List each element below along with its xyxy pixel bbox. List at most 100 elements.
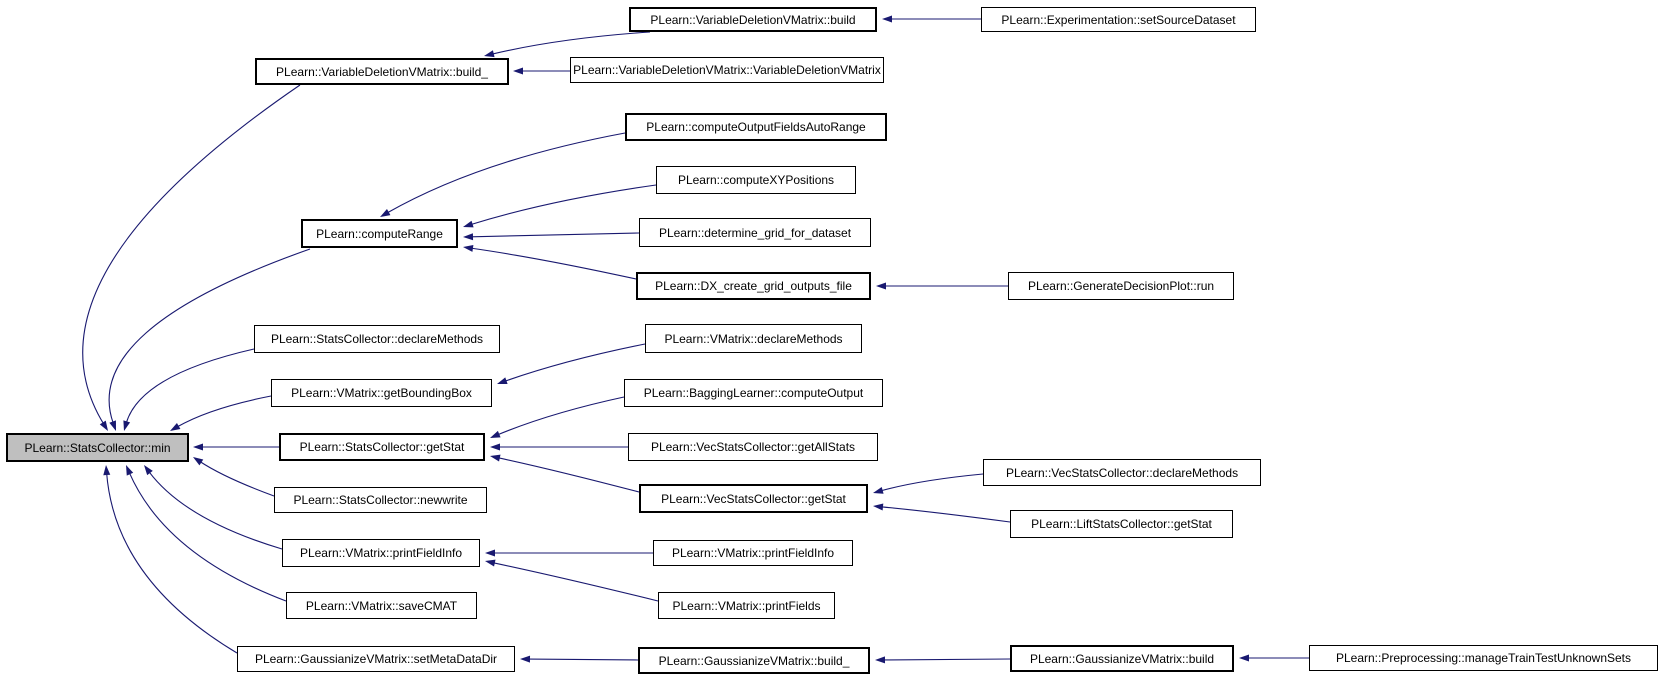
graph-node-label: PLearn::computeXYPositions	[677, 173, 835, 187]
graph-node-vm_printFieldInfo2[interactable]: PLearn::VMatrix::printFieldInfo	[653, 540, 853, 566]
graph-node-vm_printFieldInfo[interactable]: PLearn::VMatrix::printFieldInfo	[282, 539, 480, 567]
graph-node-vdm_ctor[interactable]: PLearn::VariableDeletionVMatrix::Variabl…	[570, 57, 884, 83]
call-edge-lsc_getStat-to-vsc_getStat	[873, 503, 1011, 523]
graph-node-lsc_getStat[interactable]: PLearn::LiftStatsCollector::getStat	[1010, 510, 1233, 538]
call-edge-computeOutputFieldsAutoRange-to-computeRange	[380, 132, 626, 217]
graph-node-label: PLearn::VMatrix::printFieldInfo	[671, 546, 835, 560]
call-edge-vdm_ctor-to-vdm_build_	[513, 67, 570, 75]
graph-node-vdm_build[interactable]: PLearn::VariableDeletionVMatrix::build	[629, 7, 877, 32]
arrowhead-icon	[463, 233, 474, 241]
graph-node-label: PLearn::VMatrix::printFieldInfo	[299, 546, 463, 560]
graph-node-gvm_build_[interactable]: PLearn::GaussianizeVMatrix::build_	[638, 647, 870, 674]
graph-node-gdp_run[interactable]: PLearn::GenerateDecisionPlot::run	[1008, 272, 1234, 300]
graph-node-label: PLearn::DX_create_grid_outputs_file	[655, 279, 852, 293]
arrowhead-icon	[497, 377, 508, 384]
call-edge-gdp_run-to-dx_create	[876, 282, 1008, 290]
graph-node-label: PLearn::LiftStatsCollector::getStat	[1031, 517, 1212, 531]
arrowhead-icon	[463, 244, 474, 252]
graph-node-sc_declareMethods[interactable]: PLearn::StatsCollector::declareMethods	[254, 325, 500, 353]
graph-node-label: PLearn::determine_grid_for_dataset	[658, 225, 852, 240]
graph-node-label: PLearn::StatsCollector::min	[24, 440, 171, 455]
call-edge-computeXYPositions-to-computeRange	[463, 184, 657, 228]
call-edge-vm_printFieldInfo-to-sc_min	[144, 465, 283, 550]
graph-node-computeOutputFieldsAutoRange[interactable]: PLearn::computeOutputFieldsAutoRange	[625, 113, 887, 141]
call-edge-vm_saveCMAT-to-sc_min	[126, 465, 287, 602]
call-edge-vsc_getAllStats-to-sc_getStat	[490, 443, 628, 451]
arrowhead-icon	[1239, 654, 1249, 662]
arrowhead-icon	[193, 457, 204, 466]
arrowhead-icon	[485, 549, 495, 557]
call-edge-sc_declareMethods-to-sc_min	[123, 348, 255, 431]
graph-node-label: PLearn::computeRange	[316, 226, 443, 241]
graph-node-label: PLearn::VariableDeletionVMatrix::build	[650, 12, 856, 27]
arrowhead-icon	[490, 443, 500, 451]
graph-node-computeRange[interactable]: PLearn::computeRange	[301, 219, 458, 248]
graph-node-gvm_build[interactable]: PLearn::GaussianizeVMatrix::build	[1010, 645, 1234, 672]
graph-node-label: PLearn::VariableDeletionVMatrix::Variabl…	[573, 63, 881, 77]
arrowhead-icon	[876, 282, 886, 290]
graph-node-label: PLearn::computeOutputFieldsAutoRange	[646, 120, 866, 134]
graph-node-gvm_setMetaDataDir[interactable]: PLearn::GaussianizeVMatrix::setMetaDataD…	[237, 646, 515, 672]
graph-node-label: PLearn::VecStatsCollector::declareMethod…	[1005, 465, 1239, 480]
arrowhead-icon	[144, 465, 153, 476]
arrowhead-icon	[520, 655, 531, 663]
call-edge-vsc_declareMethods-to-vsc_getStat	[873, 473, 984, 494]
call-edge-exp_setSourceDataset-to-vdm_build	[882, 15, 981, 23]
call-edge-determine_grid-to-computeRange	[463, 232, 640, 241]
graph-node-vm_getBoundingBox[interactable]: PLearn::VMatrix::getBoundingBox	[271, 379, 492, 407]
call-edge-vm_printFields-to-vm_printFieldInfo	[485, 559, 659, 602]
graph-node-sc_newwrite[interactable]: PLearn::StatsCollector::newwrite	[274, 487, 487, 513]
graph-node-bl_computeOutput[interactable]: PLearn::BaggingLearner::computeOutput	[624, 379, 883, 407]
call-edge-gvm_setMetaDataDir-to-sc_min	[103, 465, 238, 654]
graph-node-label: PLearn::VMatrix::saveCMAT	[305, 598, 458, 613]
arrowhead-icon	[103, 465, 111, 476]
call-edge-bl_computeOutput-to-sc_getStat	[490, 396, 625, 438]
graph-node-label: PLearn::StatsCollector::declareMethods	[270, 332, 484, 346]
arrowhead-icon	[873, 486, 884, 494]
call-edge-dx_create-to-computeRange	[463, 244, 637, 280]
graph-node-vsc_getAllStats[interactable]: PLearn::VecStatsCollector::getAllStats	[628, 433, 878, 461]
graph-node-computeXYPositions[interactable]: PLearn::computeXYPositions	[656, 166, 856, 194]
graph-node-label: PLearn::StatsCollector::getStat	[299, 440, 465, 454]
arrowhead-icon	[193, 443, 203, 451]
graph-node-label: PLearn::VMatrix::printFields	[672, 598, 821, 613]
arrowhead-icon	[380, 209, 391, 217]
graph-node-vm_printFields[interactable]: PLearn::VMatrix::printFields	[658, 592, 835, 619]
arrowhead-icon	[513, 67, 523, 75]
graph-node-dx_create[interactable]: PLearn::DX_create_grid_outputs_file	[636, 272, 871, 300]
graph-node-prep_manage[interactable]: PLearn::Preprocessing::manageTrainTestUn…	[1309, 645, 1658, 671]
graph-node-label: PLearn::VecStatsCollector::getStat	[661, 491, 846, 506]
arrowhead-icon	[463, 220, 474, 228]
graph-node-exp_setSourceDataset[interactable]: PLearn::Experimentation::setSourceDatase…	[981, 7, 1256, 32]
call-edge-vsc_getStat-to-sc_getStat	[490, 454, 640, 493]
graph-node-label: PLearn::GaussianizeVMatrix::build	[1029, 651, 1215, 666]
arrowhead-icon	[109, 420, 116, 431]
arrowhead-icon	[484, 50, 495, 58]
graph-node-determine_grid[interactable]: PLearn::determine_grid_for_dataset	[639, 218, 871, 247]
graph-node-vm_saveCMAT[interactable]: PLearn::VMatrix::saveCMAT	[286, 592, 477, 619]
graph-node-sc_getStat[interactable]: PLearn::StatsCollector::getStat	[279, 433, 485, 461]
arrowhead-icon	[490, 454, 501, 462]
arrowhead-icon	[123, 420, 131, 431]
call-edge-gvm_build-to-gvm_build_	[875, 656, 1011, 664]
graph-node-sc_min[interactable]: PLearn::StatsCollector::min	[6, 433, 189, 462]
arrowhead-icon	[99, 420, 108, 431]
graph-node-label: PLearn::VariableDeletionVMatrix::build_	[276, 64, 488, 79]
graph-node-vsc_declareMethods[interactable]: PLearn::VecStatsCollector::declareMethod…	[983, 459, 1261, 486]
arrowhead-icon	[873, 503, 884, 511]
graph-node-label: PLearn::StatsCollector::newwrite	[293, 493, 468, 507]
arrowhead-icon	[882, 15, 892, 23]
graph-node-label: PLearn::VecStatsCollector::getAllStats	[650, 440, 856, 454]
graph-node-label: PLearn::GaussianizeVMatrix::setMetaDataD…	[254, 652, 498, 666]
graph-node-label: PLearn::Experimentation::setSourceDatase…	[1001, 12, 1236, 27]
graph-node-label: PLearn::VMatrix::getBoundingBox	[291, 386, 472, 400]
call-edge-vm_printFieldInfo2-to-vm_printFieldInfo	[485, 549, 653, 557]
graph-node-vsc_getStat[interactable]: PLearn::VecStatsCollector::getStat	[639, 484, 868, 513]
call-edge-vm_declareMethods-to-vm_getBoundingBox	[497, 343, 646, 384]
graph-node-vm_declareMethods[interactable]: PLearn::VMatrix::declareMethods	[645, 324, 862, 353]
arrowhead-icon	[170, 422, 181, 431]
arrowhead-icon	[485, 559, 496, 567]
graph-node-vdm_build_[interactable]: PLearn::VariableDeletionVMatrix::build_	[255, 58, 509, 85]
